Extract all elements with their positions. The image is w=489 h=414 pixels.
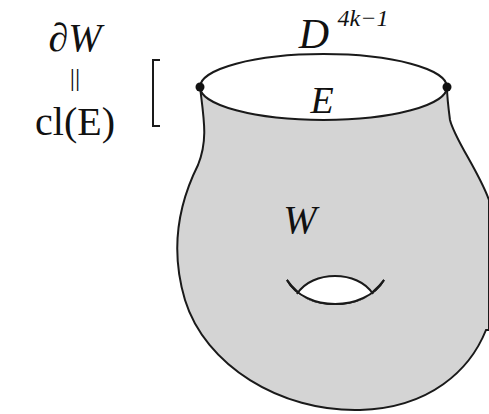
boundary-label: ∂W bbox=[48, 18, 101, 58]
manifold-name: D bbox=[299, 13, 329, 55]
region-label: E bbox=[310, 81, 333, 119]
dimension-superscript: 4k−1 bbox=[338, 6, 389, 30]
equals-sign: || bbox=[70, 65, 80, 91]
torus-hole-rim bbox=[297, 276, 373, 294]
closure-label: cl(E) bbox=[35, 102, 115, 142]
corner-dot bbox=[196, 83, 205, 92]
boundary-ellipse bbox=[200, 54, 447, 120]
manifold-body bbox=[177, 87, 489, 410]
bracket bbox=[153, 60, 160, 126]
manifold-label: W bbox=[283, 200, 316, 240]
corner-dot bbox=[443, 83, 452, 92]
torus-hole-lower bbox=[287, 280, 384, 304]
